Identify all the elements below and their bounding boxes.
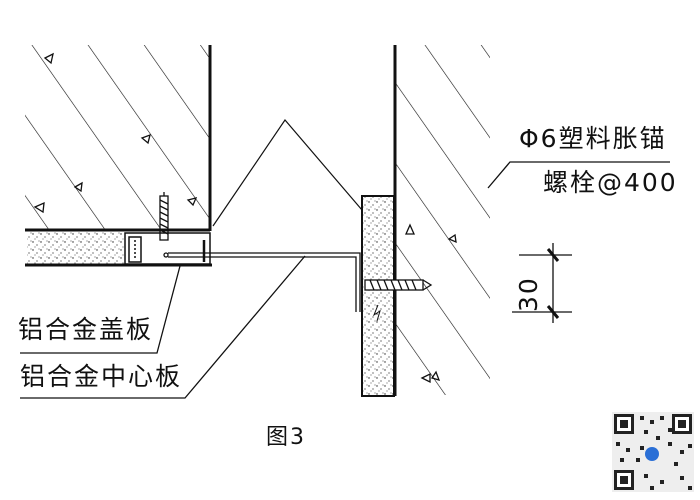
insulation-board [361, 195, 395, 397]
break-line [212, 119, 363, 227]
screw-icon [159, 192, 169, 241]
center-plate-label: 铝合金中心板 [20, 362, 183, 391]
anchor-bolt-icon [364, 279, 433, 291]
leader-lines [20, 161, 670, 399]
anchor-spacing-label: 螺栓@400 [543, 168, 678, 197]
anchor-bolt-label: Φ6塑料胀锚 [519, 124, 667, 153]
left-concrete-wall [25, 45, 212, 231]
right-concrete-wall [393, 45, 490, 396]
figure-caption: 图3 [266, 425, 306, 450]
qr-code [612, 412, 694, 492]
aluminum-center-plate [163, 252, 361, 312]
cover-plate-label: 铝合金盖板 [18, 315, 154, 344]
dimension-marker [512, 243, 572, 323]
floor-slab [25, 228, 212, 267]
dimension-value: 30 [514, 276, 543, 312]
aggregate-triangles [33, 52, 198, 214]
